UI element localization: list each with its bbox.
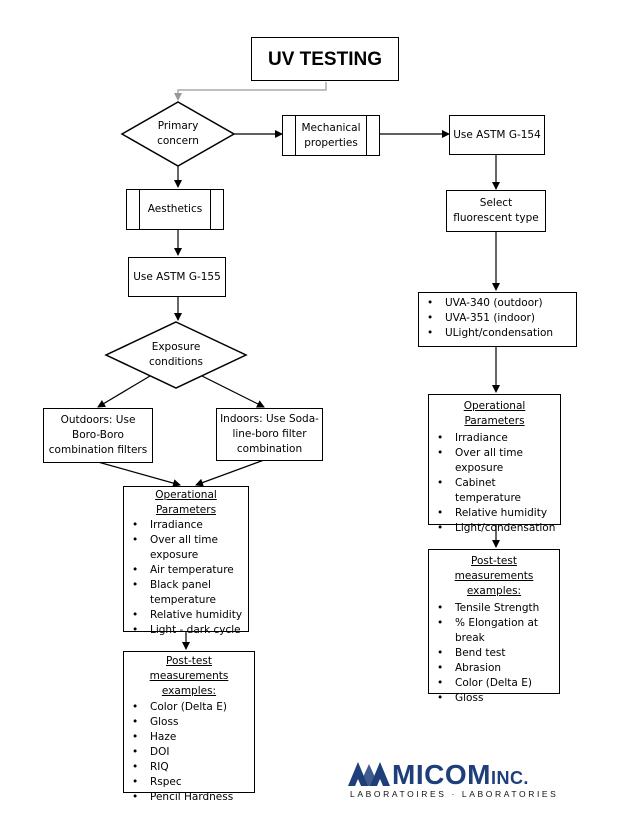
select-fluorescent-box: Select fluorescent type — [446, 190, 546, 232]
page-title-text: UV TESTING — [267, 48, 382, 70]
connector-title-to-primary — [174, 82, 327, 101]
list-item: Black panel temperature — [128, 578, 244, 608]
micom-logo: MICOMINC. LABORATOIRES · LABORATORIES — [348, 759, 578, 800]
list-item: Irradiance — [433, 431, 556, 446]
list-item: Over all time exposure — [128, 533, 244, 563]
mechanical-box-frame — [282, 115, 380, 156]
list-item: Rspec — [128, 775, 250, 790]
exposure-conditions-diamond — [104, 321, 248, 389]
list-item: Abrasion — [433, 661, 555, 676]
left-operational-parameters-box: Operational Parameters Irradiance Over a… — [123, 486, 249, 638]
left-operational-list: Irradiance Over all time exposure Air te… — [128, 518, 244, 638]
aesthetics-box-frame — [126, 189, 224, 230]
use-astm-g155-text: Use ASTM G-155 — [133, 270, 221, 283]
list-item: Air temperature — [128, 563, 244, 578]
aesthetics-box-right-bar — [210, 189, 211, 230]
mechanical-box-left-bar — [295, 115, 296, 156]
lamp-type-item: ULight/condensation — [423, 326, 570, 341]
lamp-types-list: UVA-340 (outdoor) UVA-351 (indoor) ULigh… — [423, 296, 570, 341]
mechanical-properties-box: Mechanical properties — [282, 115, 380, 156]
left-post-test-box: Post-test measurements examples: Color (… — [123, 651, 255, 805]
micom-logo-wordmark: MICOMINC. — [392, 759, 529, 790]
connector-indoors-to-operational — [195, 459, 265, 487]
connector-exposure-to-outdoors — [97, 375, 151, 408]
micom-logo-tagline: LABORATOIRES · LABORATORIES — [350, 789, 559, 799]
list-item: % Elongation at break — [433, 616, 555, 646]
list-item: Cabinet temperature — [433, 476, 556, 506]
list-item: Gloss — [128, 715, 250, 730]
list-item: Relative humidity — [128, 608, 244, 623]
list-item: Color (Delta E) — [433, 676, 555, 691]
list-item: Over all time exposure — [433, 446, 556, 476]
left-operational-heading: Operational Parameters — [155, 489, 217, 516]
list-item: Light - dark cycle — [128, 623, 244, 638]
aesthetics-text: Aesthetics — [147, 203, 203, 215]
list-item: Irradiance — [128, 518, 244, 533]
use-astm-g154-box: Use ASTM G-154 — [449, 115, 545, 155]
indoors-text: Indoors: Use Soda-line-boro filter combi… — [220, 413, 319, 455]
right-post-test-box: Post-test measurements examples: Tensile… — [428, 549, 560, 706]
list-item: RIQ — [128, 760, 250, 775]
right-post-test-list: Tensile Strength % Elongation at break B… — [433, 601, 555, 706]
list-item: Pencil Hardness — [128, 790, 250, 805]
list-item: Light/condensation — [433, 521, 556, 536]
select-fluorescent-text: Select fluorescent type — [453, 197, 539, 224]
indoors-box: Indoors: Use Soda-line-boro filter combi… — [216, 408, 323, 461]
list-item: Haze — [128, 730, 250, 745]
list-item: Tensile Strength — [433, 601, 555, 616]
lamp-type-item: UVA-340 (outdoor) — [423, 296, 570, 311]
mechanical-box-right-bar — [366, 115, 367, 156]
connector-outdoors-to-operational — [97, 461, 181, 487]
aesthetics-box-left-bar — [139, 189, 140, 230]
left-post-test-heading: Post-test measurements examples: — [149, 655, 229, 697]
list-item: Relative humidity — [433, 506, 556, 521]
connector-exposure-to-indoors — [201, 375, 265, 408]
right-post-test-heading: Post-test measurements examples: — [454, 555, 534, 597]
micom-logo-icon — [348, 762, 390, 786]
right-operational-list: Irradiance Over all time exposure Cabine… — [433, 431, 556, 536]
aesthetics-box: Aesthetics — [126, 189, 224, 230]
exposure-conditions-label: Exposure conditions — [148, 341, 204, 368]
use-astm-g155-box: Use ASTM G-155 — [128, 257, 226, 297]
lamp-type-item: UVA-351 (indoor) — [423, 311, 570, 326]
list-item: Gloss — [433, 691, 555, 706]
outdoors-text: Outdoors: Use Boro-Boro combination filt… — [48, 414, 148, 456]
lamp-types-box: UVA-340 (outdoor) UVA-351 (indoor) ULigh… — [418, 292, 577, 347]
list-item: Color (Delta E) — [128, 700, 250, 715]
primary-concern-label: Primary concern — [157, 120, 199, 147]
right-operational-heading: Operational Parameters — [463, 400, 526, 427]
outdoors-box: Outdoors: Use Boro-Boro combination filt… — [43, 408, 153, 463]
page-title: UV TESTING — [251, 37, 399, 81]
mechanical-properties-text: Mechanical properties — [301, 121, 361, 149]
list-item: Bend test — [433, 646, 555, 661]
list-item: DOI — [128, 745, 250, 760]
use-astm-g154-text: Use ASTM G-154 — [453, 128, 541, 141]
right-operational-parameters-box: Operational Parameters Irradiance Over a… — [428, 394, 561, 536]
left-post-test-list: Color (Delta E) Gloss Haze DOI RIQ Rspec… — [128, 700, 250, 805]
